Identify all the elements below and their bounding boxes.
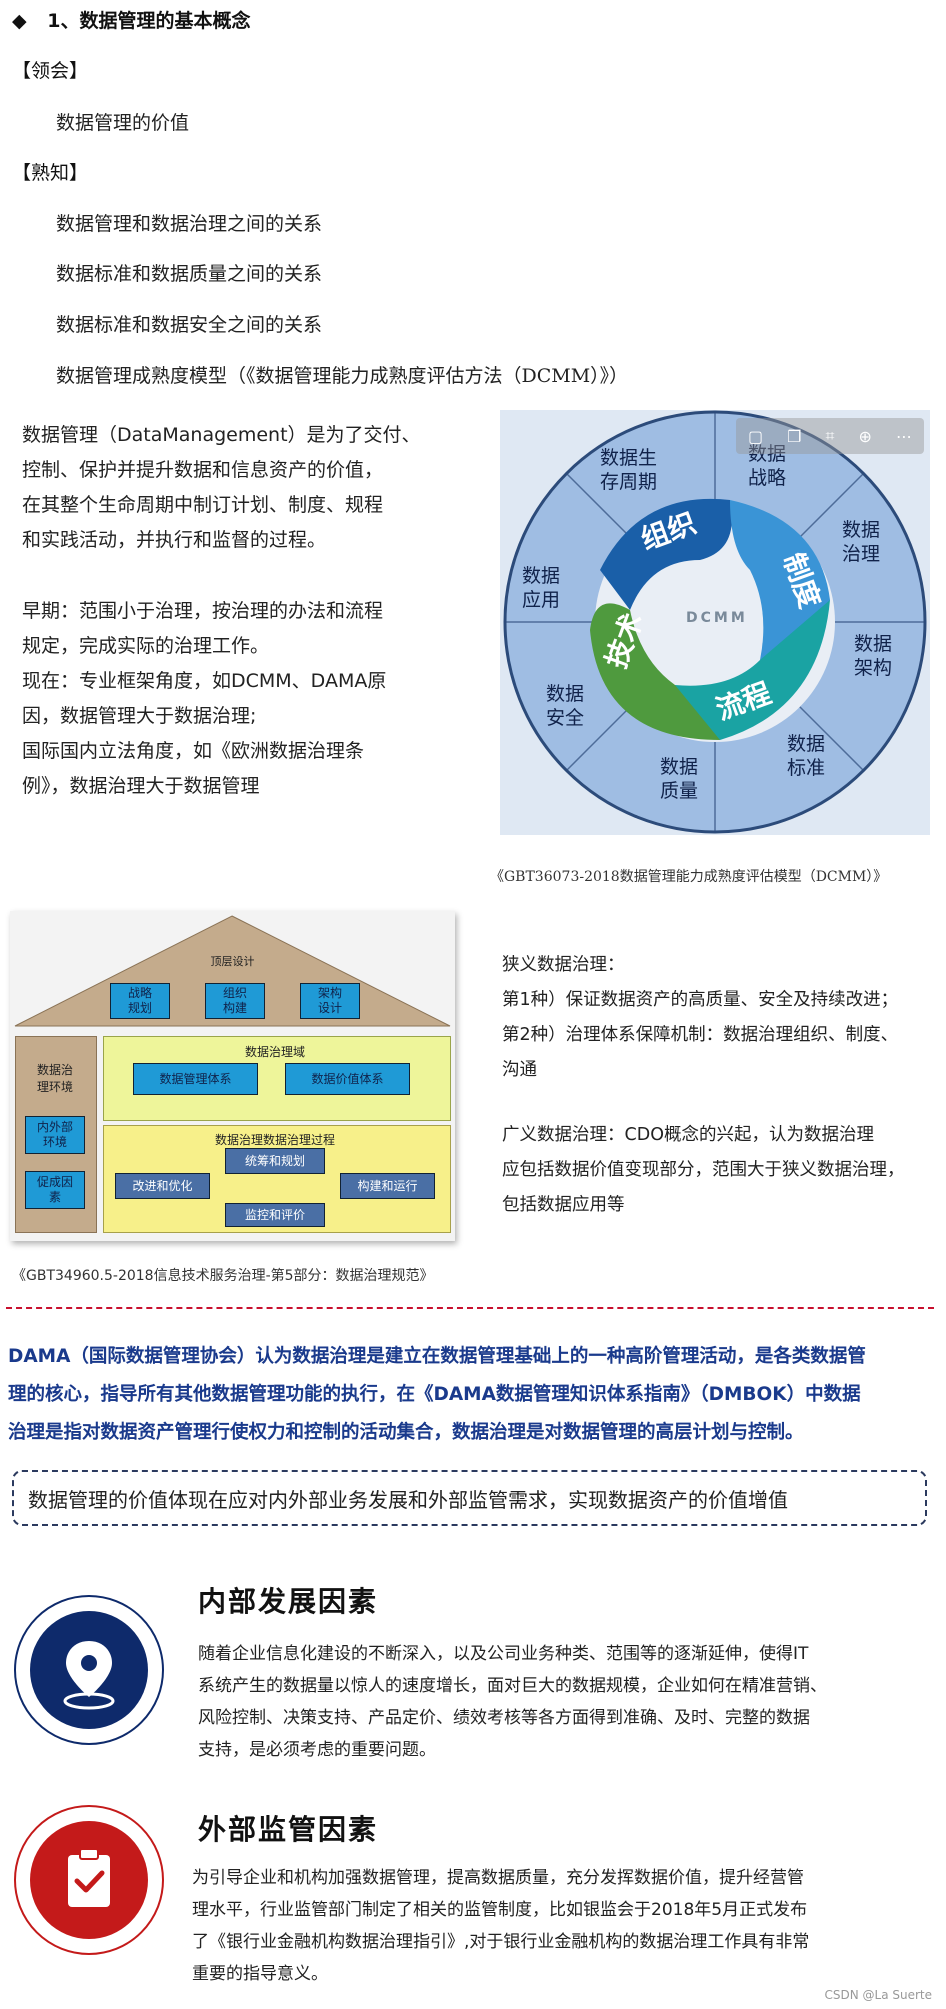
section-title: 1、数据管理的基本概念 [47,10,251,32]
dcmm-caption: 《GBT36073-2018数据管理能力成熟度评估模型（DCMM）》 [490,869,888,885]
internal-factor-text: 随着企业信息化建设的不断深入，以及公司业务种类、范围等的逐渐延伸，使得IT 系统… [198,1644,827,1760]
outer-label: 数据 安全 [546,683,585,729]
section-heading: ◆ 1、数据管理的基本概念 [12,6,250,33]
value-callout-box [12,1470,927,1526]
shuzhi-item: 数据管理成熟度模型（《数据管理能力成熟度评估方法（DCMM）》） [56,365,629,387]
shuzhi-item: 数据标准和数据质量之间的关系 [56,263,323,285]
outer-label: 数据生 存周期 [600,447,658,493]
process-title: 数据治理数据治理过程 [214,1133,335,1147]
lingo-label: 【领会】 [12,60,89,82]
shuzhi-item: 数据管理和数据治理之间的关系 [56,213,323,235]
roof-box: 组织 构建 [205,983,265,1019]
section-divider [6,1307,934,1309]
location-pin-icon [30,1611,148,1729]
value-callout-text: 数据管理的价值体现在应对内外部业务发展和外部监管需求，实现数据资产的价值增值 [28,1488,788,1512]
dcmm-diagram: DCMM 组织 制度 流程 技术 数据 战略 数据 治理 数据 架构 数据 标准… [500,410,930,835]
segment-process [674,600,830,740]
env-box: 促成因 素 [25,1171,85,1209]
ocr-icon[interactable]: ▢ [748,426,764,446]
diamond-bullet-icon: ◆ [12,10,27,32]
definition-paragraph: 数据管理（DataManagement）是为了交付、 控制、保护并提升数据和信息… [22,424,421,551]
segment-tech [590,603,720,740]
clipboard-check-icon [30,1821,148,1939]
roof-box: 战略 规划 [110,983,170,1019]
process-box: 监控和评价 [225,1203,325,1227]
domain-box: 数据管理体系 [133,1063,258,1095]
external-icon-ring [14,1805,164,1955]
image-toolbar: ▢ ❐ ⌗ ⊕ ⋯ [736,418,924,454]
history-paragraph: 早期：范围小于治理，按治理的办法和流程 规定，完成实际的治理工作。 现在：专业框… [22,600,387,797]
outer-label: 数据 应用 [522,565,561,611]
outer-label: 数据 战略 [748,443,787,489]
dcmm-wheel [503,410,927,834]
outer-label: 数据 架构 [854,633,893,679]
watermark: CSDN @La Suerte [824,1988,932,2002]
internal-icon-ring [14,1595,164,1745]
dama-paragraph: DAMA（国际数据管理协会）认为数据治理是建立在数据管理基础上的一种高阶管理活动… [8,1346,866,1443]
broad-governance: 广义数据治理：CDO概念的兴起，认为数据治理 应包括数据价值变现部分，范围大于狭… [502,1125,905,1215]
outer-label: 数据 治理 [842,519,881,565]
copy-icon[interactable]: ❐ [787,426,802,446]
process-box: 构建和运行 [340,1173,435,1199]
crop-icon[interactable]: ⌗ [825,426,835,445]
external-factor-text: 为引导企业和机构加强数据管理，提高数据质量，充分发挥数据价值，提升经营管 理水平… [192,1868,810,1984]
segment-policy [730,500,830,660]
shuzhi-label: 【熟知】 [12,162,89,184]
process-box: 统筹和规划 [225,1148,325,1174]
more-icon[interactable]: ⋯ [895,426,912,446]
env-title: 数据治 理环境 [36,1063,73,1094]
narrow-governance: 狭义数据治理： 第1种）保证数据资产的高质量、安全及持续改进； 第2种）治理体系… [502,955,899,1080]
domain-box: 数据价值体系 [285,1063,410,1095]
download-icon[interactable]: ⊕ [858,426,872,446]
roof-box: 架构 设计 [300,983,360,1019]
process-box: 改进和优化 [115,1173,210,1199]
house-caption: 《GBT34960.5-2018信息技术服务治理-第5部分：数据治理规范》 [12,1268,434,1284]
segment-org [600,498,732,610]
external-factor-title: 外部监管因素 [198,1813,379,1846]
internal-factor-title: 内部发展因素 [198,1585,379,1618]
dcmm-center-label: DCMM [686,610,748,626]
governance-house-diagram: 顶层设计 战略 规划 组织 构建 架构 设计 数据治 理环境 内外部 环境 促成… [10,911,455,1241]
shuzhi-item: 数据标准和数据安全之间的关系 [56,314,323,336]
outer-label: 数据 标准 [787,733,826,779]
roof-title: 顶层设计 [210,955,255,968]
outer-label: 数据 质量 [660,756,699,802]
lingo-item: 数据管理的价值 [56,112,190,134]
domain-title: 数据治理域 [244,1045,305,1059]
env-box: 内外部 环境 [25,1116,85,1154]
